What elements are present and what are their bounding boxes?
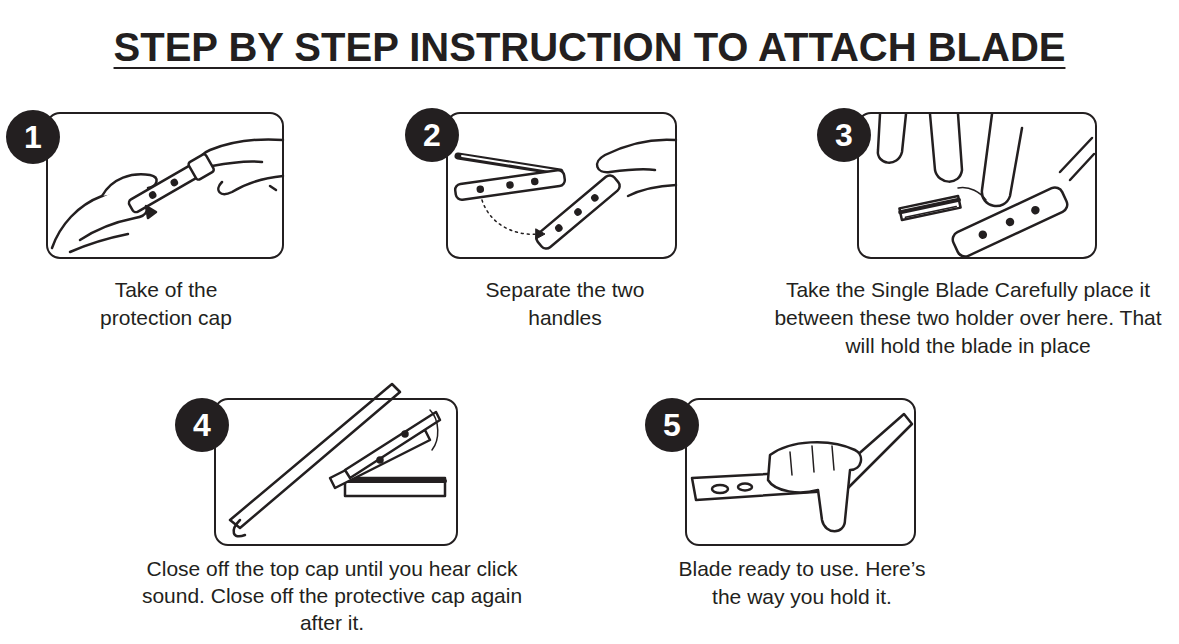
- step-caption: Take of the protection cap: [81, 276, 251, 332]
- placing-blade-part: [1031, 206, 1039, 214]
- step-caption: Close off the top cap until you hear cli…: [135, 555, 530, 636]
- step-number: 1: [24, 119, 42, 155]
- closing-razor-part: [430, 410, 438, 450]
- hand-holding-razor-part: [768, 442, 861, 531]
- placing-blade-part: [982, 114, 1022, 206]
- hands-removing-cap-part: [149, 192, 156, 199]
- placing-blade-part: [950, 185, 1070, 259]
- placing-blade-part: [950, 185, 1070, 259]
- page-title: STEP BY STEP INSTRUCTION TO ATTACH BLADE: [0, 23, 1179, 71]
- separating-handles-part: [462, 156, 556, 171]
- placing-blade-part: [899, 196, 960, 220]
- hands-removing-cap-part: [200, 139, 283, 166]
- step-caption: Take the Single Blade Carefully place it…: [760, 276, 1176, 360]
- separating-handles-part: [536, 229, 545, 239]
- separating-handles-part: [534, 173, 622, 251]
- closing-razor-part: [345, 412, 440, 478]
- step-number-circle: 2: [405, 108, 459, 162]
- placing-blade-part: [900, 200, 959, 212]
- placing-blade: [878, 114, 1094, 259]
- closing-razor-part: [330, 430, 430, 488]
- separating-handles-part: [555, 225, 562, 232]
- step-panel: Take of the protection cap1: [46, 112, 284, 259]
- separating-handles-part: [454, 169, 565, 200]
- separating-handles-part: [591, 194, 598, 201]
- step-caption: Separate the two handles: [460, 276, 670, 332]
- step-number: 5: [663, 407, 681, 443]
- closing-razor-part: [403, 432, 408, 437]
- closing-razor: [230, 384, 445, 536]
- hand-holding-razor-part: [790, 452, 792, 475]
- separating-handles-part: [628, 185, 676, 196]
- hands-removing-cap: [52, 139, 283, 252]
- step-number-circle: 5: [645, 398, 699, 452]
- placing-blade-part: [899, 196, 960, 220]
- step-panel: Separate the two handles2: [446, 112, 677, 259]
- closing-razor-part: [345, 479, 445, 483]
- placing-blade-part: [958, 188, 986, 200]
- closing-razor-part: [345, 478, 445, 496]
- placing-blade-part: [1060, 138, 1092, 172]
- separating-handles-part: [534, 173, 622, 251]
- hand-holding-razor: [692, 414, 912, 531]
- hands-removing-cap-part: [52, 186, 140, 248]
- hands-removing-cap-part: [126, 153, 215, 216]
- placing-blade-part: [1006, 218, 1014, 226]
- step-caption: Blade ready to use. Here’s the way you h…: [662, 555, 942, 611]
- closing-razor-part: [378, 458, 383, 463]
- hand-holding-razor-part: [832, 446, 834, 470]
- separating-handles-part: [458, 156, 560, 172]
- hands-removing-cap-part: [218, 176, 283, 194]
- step-number-circle: 4: [175, 398, 229, 452]
- separating-handles-part: [482, 200, 538, 234]
- closing-razor-part: [234, 520, 245, 536]
- separating-handles-part: [477, 186, 483, 192]
- hands-removing-cap-part: [171, 179, 178, 186]
- separating-handles-part: [574, 208, 581, 215]
- separating-handles-part: [507, 182, 513, 188]
- step-panel: Blade ready to use. Here’s the way you h…: [685, 398, 916, 546]
- placing-blade-part: [1070, 154, 1094, 180]
- hands-removing-cap-part: [270, 186, 276, 190]
- hands-removing-cap-part: [70, 234, 128, 252]
- hand-holding-razor-part: [738, 484, 752, 491]
- separating-handles-part: [597, 140, 676, 173]
- step-panel: Take the Single Blade Carefully place it…: [857, 112, 1097, 259]
- hand-holding-razor-part: [712, 485, 728, 493]
- separating-handles-part: [532, 179, 538, 185]
- hands-removing-cap-part: [188, 153, 215, 180]
- step-number-circle: 1: [6, 110, 60, 164]
- hands-removing-cap-part: [146, 206, 156, 218]
- separating-handles-part: [454, 169, 565, 200]
- placing-blade-part: [930, 114, 962, 182]
- placing-blade-part: [979, 231, 987, 239]
- step-number: 2: [423, 117, 441, 153]
- separating-handles: [454, 140, 676, 251]
- hand-holding-razor-part: [812, 446, 814, 472]
- placing-blade-part: [878, 114, 906, 163]
- step-panel: Close off the top cap until you hear cli…: [214, 398, 458, 546]
- step-number: 3: [835, 117, 853, 153]
- step-number-circle: 3: [817, 108, 871, 162]
- step-number: 4: [193, 407, 211, 443]
